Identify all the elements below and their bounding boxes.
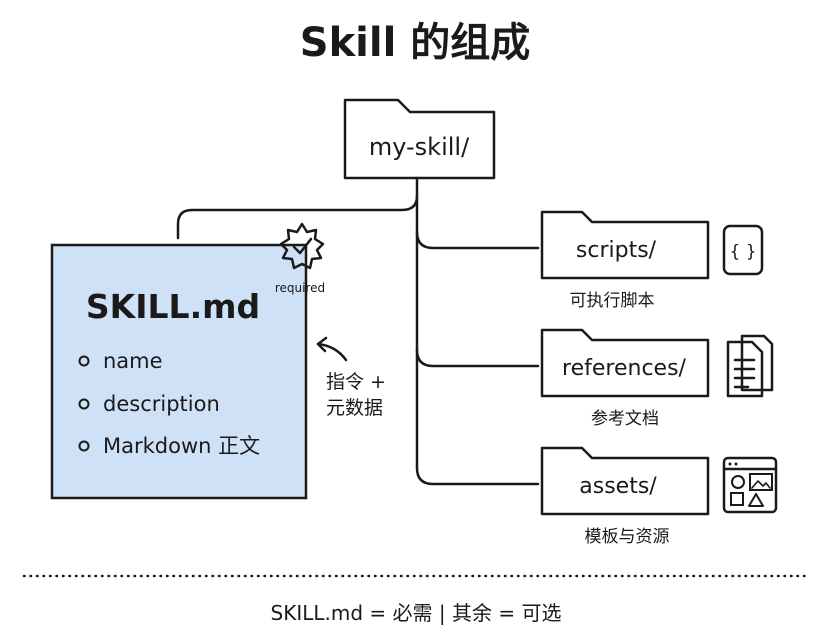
window-dot-icon [728,462,732,466]
required-badge: required [275,222,325,295]
folder-assets[interactable]: assets/ 模板与资源 [540,446,710,547]
connector-root-to-references [415,230,540,368]
picture-icon [749,473,773,491]
folder-icon [540,446,710,516]
annotation-line-2: 元数据 [326,397,383,419]
connector-root-to-scripts [415,194,540,250]
folder-assets-caption: 模板与资源 [585,527,670,547]
bullet-icon [78,355,90,367]
bullet-icon [78,440,90,452]
document-back-icon [740,334,774,392]
root-folder-label: my-skill/ [369,133,470,161]
skill-md-item-name: name [103,349,163,373]
window-dot-icon [734,462,738,466]
annotation: 指令 + 元数据 [316,336,386,419]
code-braces-icon: { } [722,224,764,276]
skill-md-item: description [78,392,220,416]
folder-assets-label: assets/ [579,474,657,499]
footer-legend: SKILL.md = 必需 | 其余 = 可选 [271,601,562,625]
curved-arrow-icon [316,342,348,362]
root-folder-icon [343,98,496,180]
connector-lines [176,176,540,486]
folder-icon [540,328,710,398]
mountain-icon [751,480,771,489]
code-braces-glyph: { } [729,242,756,262]
documents-icon [726,334,774,398]
folder-scripts-caption: 可执行脚本 [570,291,655,311]
image-shapes-icon [722,456,778,514]
annotation-line-1: 指令 + [326,371,386,393]
folder-icon [540,210,710,280]
document-lines-icon [733,358,756,389]
square-shape-icon [730,492,744,506]
bullet-icon [78,398,90,410]
code-file-icon [722,224,764,276]
skill-md-item-markdown: Markdown 正文 [103,434,260,458]
triangle-shape-icon [748,493,764,507]
skill-md-item: Markdown 正文 [78,434,260,458]
folder-references-label: references/ [562,356,687,381]
skill-md-item: name [78,349,163,373]
page-title: Skill 的组成 [300,20,530,66]
folder-scripts[interactable]: scripts/ 可执行脚本 [540,210,710,311]
check-icon [292,237,313,255]
folder-references-caption: 参考文档 [591,409,659,429]
root-folder[interactable]: my-skill/ [343,98,496,180]
verified-seal-icon [279,222,325,270]
connector-root-to-assets [415,348,540,486]
required-label: required [275,281,325,295]
skill-md-title: SKILL.md [86,287,260,326]
document-front-icon [726,340,764,398]
skill-md-box [50,243,308,500]
folder-scripts-label: scripts/ [576,238,657,263]
folder-references[interactable]: references/ 参考文档 [540,328,710,429]
circle-shape-icon [731,475,745,489]
arrow-head-icon [316,336,328,353]
skill-md-item-description: description [103,392,220,416]
skill-md-card[interactable]: SKILL.md name description Markdown 正文 [50,243,308,500]
